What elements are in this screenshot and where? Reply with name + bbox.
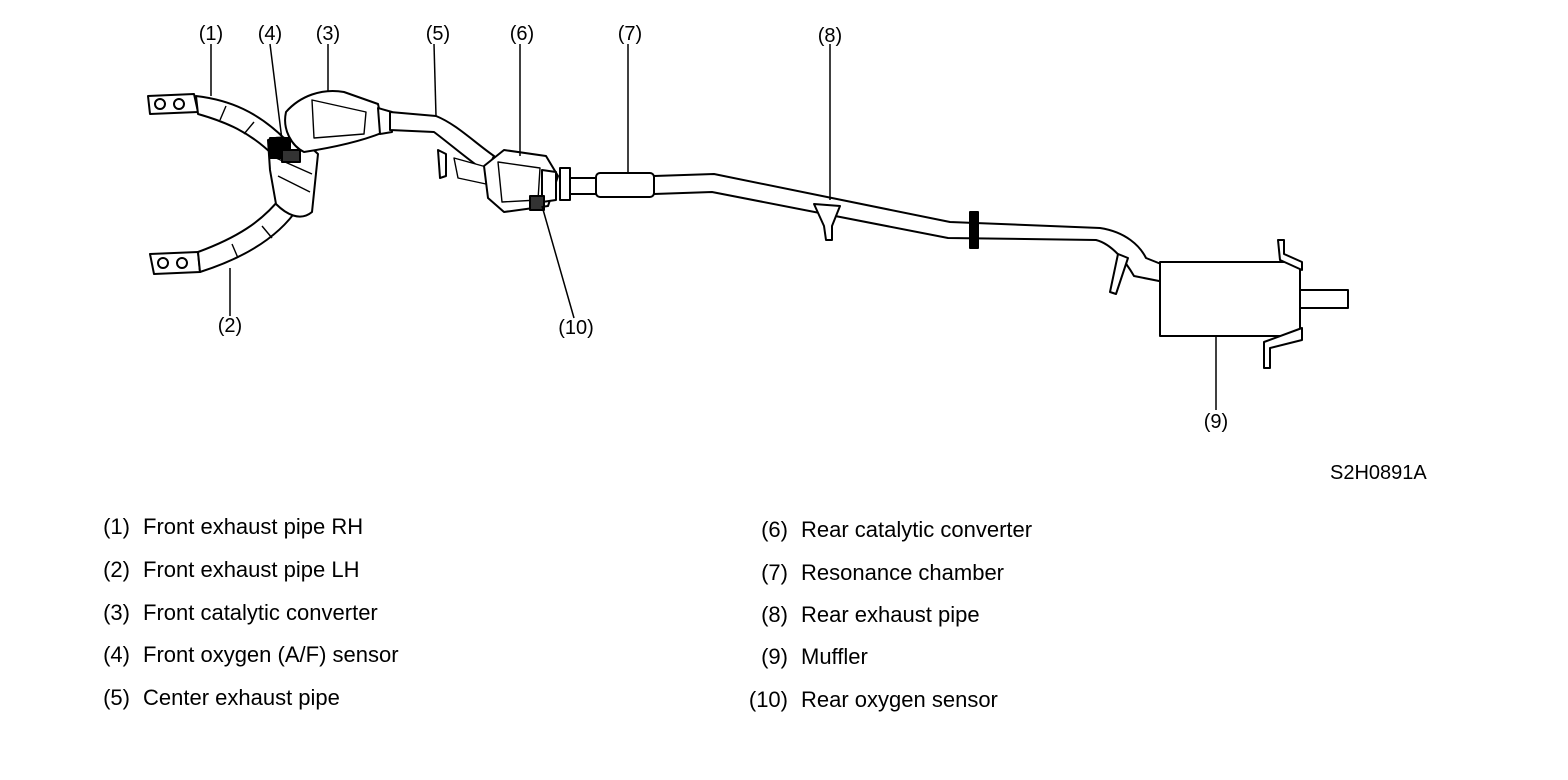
callout-9: (9) — [1204, 411, 1228, 433]
callout-5: (5) — [426, 23, 450, 45]
legend-number: (7) — [761, 560, 788, 585]
legend-label: Rear catalytic converter — [801, 517, 1033, 542]
legend-number: (2) — [103, 557, 130, 582]
figure-code: S2H0891A — [1330, 462, 1427, 484]
rear-exhaust-pipe — [653, 173, 1167, 295]
exhaust-system-diagram: (1) (4) (3) (5) (6) (7) (8) (2) (10) (9) — [147, 23, 1349, 433]
legend-number: (3) — [103, 600, 130, 625]
legend-label: Front exhaust pipe RH — [143, 514, 364, 539]
callout-2: (2) — [218, 315, 242, 337]
legend-label: Front catalytic converter — [143, 600, 378, 625]
front-catalytic-converter — [284, 90, 393, 153]
front-exhaust-pipe-lh — [149, 195, 299, 275]
legend-label: Rear oxygen sensor — [801, 687, 998, 712]
legend-number: (4) — [103, 642, 130, 667]
legend-label: Front oxygen (A/F) sensor — [143, 642, 399, 667]
legend-label: Rear exhaust pipe — [801, 602, 980, 627]
legend-number: (6) — [761, 517, 788, 542]
legend-number: (9) — [761, 644, 788, 669]
callout-1: (1) — [199, 23, 223, 45]
legend-number: (1) — [103, 514, 130, 539]
legend-number: (8) — [761, 602, 788, 627]
callout-10: (10) — [558, 317, 594, 339]
legend-label: Front exhaust pipe LH — [143, 557, 360, 582]
legend-number: (10) — [748, 687, 788, 712]
callout-6: (6) — [510, 23, 534, 45]
front-exhaust-pipe-rh — [147, 93, 287, 157]
legend-label: Resonance chamber — [801, 560, 1005, 585]
front-oxygen-sensor — [269, 137, 301, 163]
rear-oxygen-sensor — [529, 195, 545, 211]
leader-lines — [210, 43, 1217, 410]
rear-catalytic-converter — [483, 149, 559, 213]
callout-7: (7) — [618, 23, 642, 45]
legend-number: (5) — [103, 685, 130, 710]
callout-3: (3) — [316, 23, 340, 45]
callout-4: (4) — [258, 23, 282, 45]
center-exhaust-pipe — [389, 111, 495, 185]
muffler — [1159, 239, 1349, 369]
legend-label: Muffler — [801, 644, 868, 669]
legend-label: Center exhaust pipe — [143, 685, 340, 710]
resonance-chamber — [595, 172, 655, 198]
callout-8: (8) — [818, 25, 842, 47]
pipe-flange — [559, 167, 571, 201]
